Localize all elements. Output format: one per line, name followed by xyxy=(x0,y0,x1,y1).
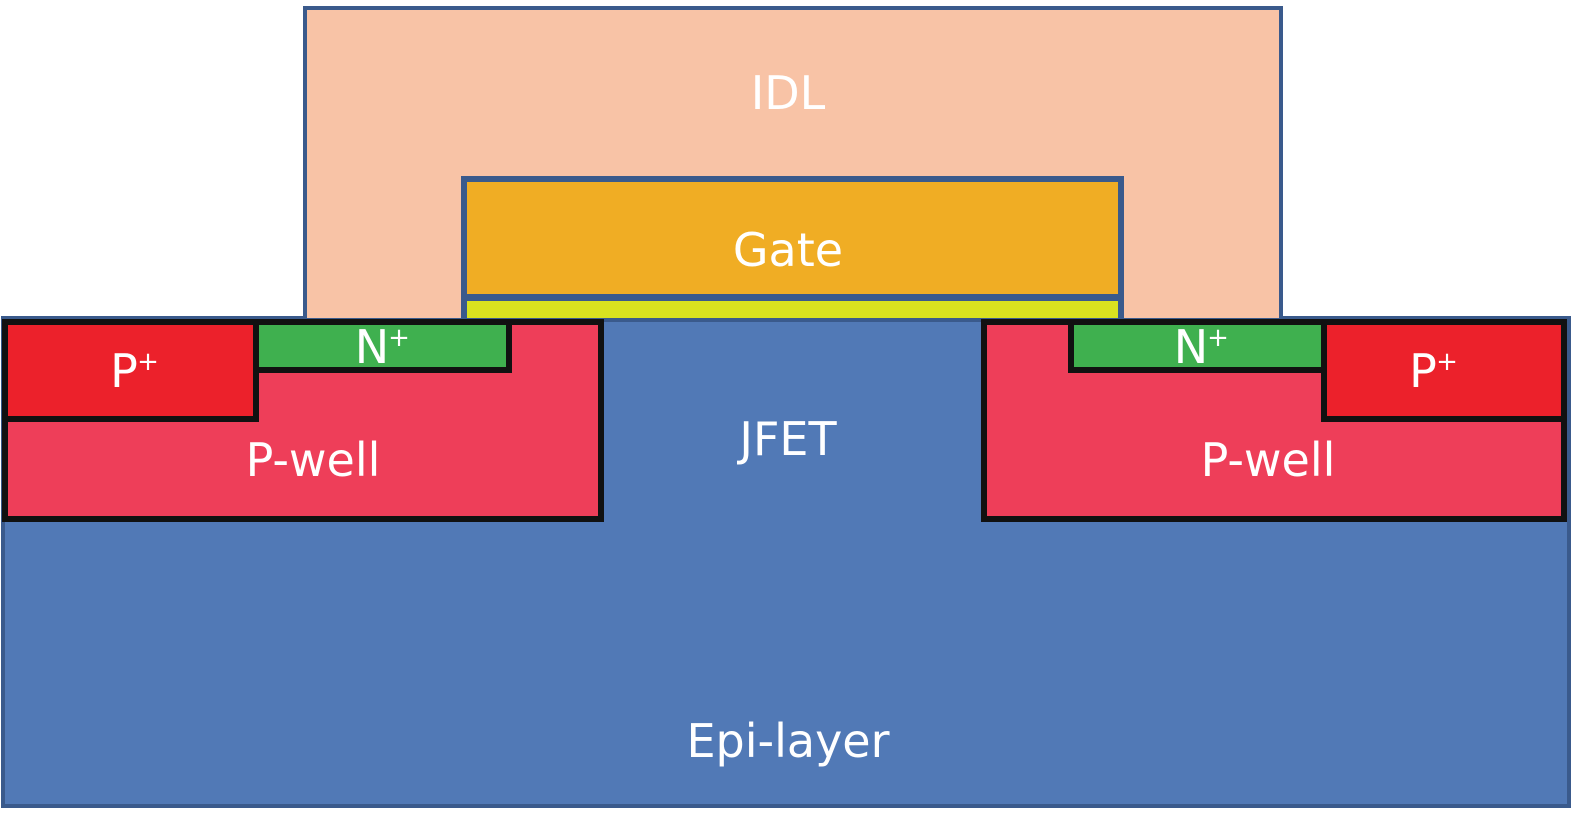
idl-label: IDL xyxy=(751,66,826,120)
pplus-right-region xyxy=(1321,319,1567,422)
gate-region xyxy=(467,182,1118,294)
epi-layer-label: Epi-layer xyxy=(686,714,889,768)
pplus-left-superscript: + xyxy=(137,347,159,377)
pplus-right-label: P xyxy=(1409,344,1437,398)
nplus-right-label: N xyxy=(1174,320,1208,374)
nplus-right-superscript: + xyxy=(1207,323,1229,353)
pplus-right-superscript: + xyxy=(1436,347,1458,377)
pwell-left-label: P-well xyxy=(246,433,381,487)
pwell-right-label: P-well xyxy=(1201,433,1336,487)
nplus-left-region xyxy=(253,319,512,373)
gate-oxide-region xyxy=(467,301,1118,318)
jfet-label: JFET xyxy=(736,412,837,466)
nplus-left-label: N xyxy=(355,320,389,374)
pplus-left-label: P xyxy=(110,344,138,398)
gate-label: Gate xyxy=(733,223,843,277)
pplus-left-region xyxy=(2,319,259,422)
nplus-left-superscript: + xyxy=(388,323,410,353)
